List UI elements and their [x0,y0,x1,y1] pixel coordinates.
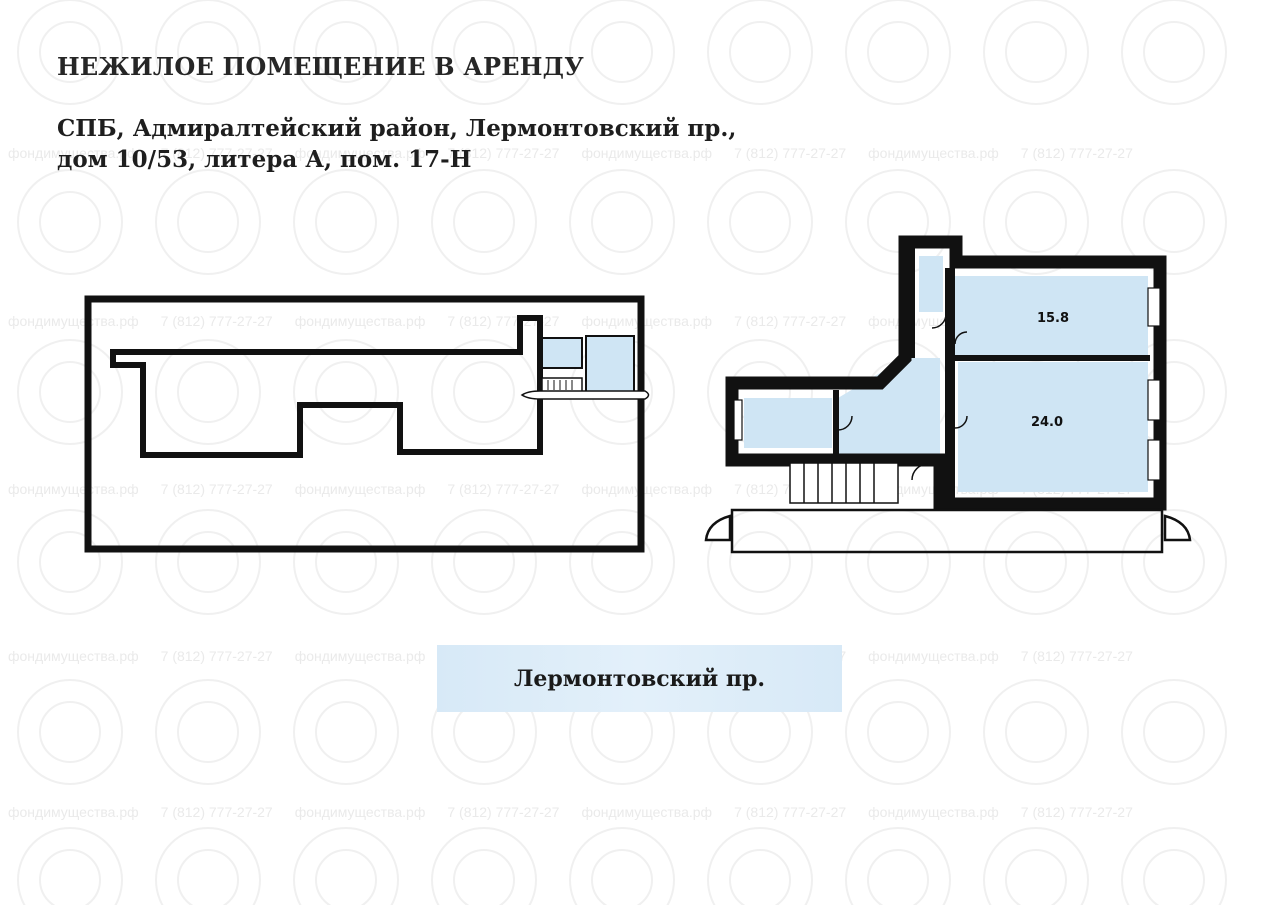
page-title: НЕЖИЛОЕ ПОМЕЩЕНИЕ В АРЕНДУ [57,52,584,81]
address-line-1: СПБ, Адмиралтейский район, Лермонтовский… [57,115,737,142]
room-area-label: 15.8 [1037,311,1069,326]
address: СПБ, Адмиралтейский район, Лермонтовский… [57,113,736,175]
address-line-2: дом 10/53, литера А, пом. 17-Н [57,146,472,173]
street-label: Лермонтовский пр. [437,645,842,712]
room-area-label: 24.0 [1031,415,1063,430]
room-24-0 [958,362,1148,492]
unit-plan: 15.8 24.0 [704,235,1192,554]
street-name: Лермонтовский пр. [513,665,766,692]
building-overview [84,295,650,553]
room-15-8 [955,276,1148,356]
